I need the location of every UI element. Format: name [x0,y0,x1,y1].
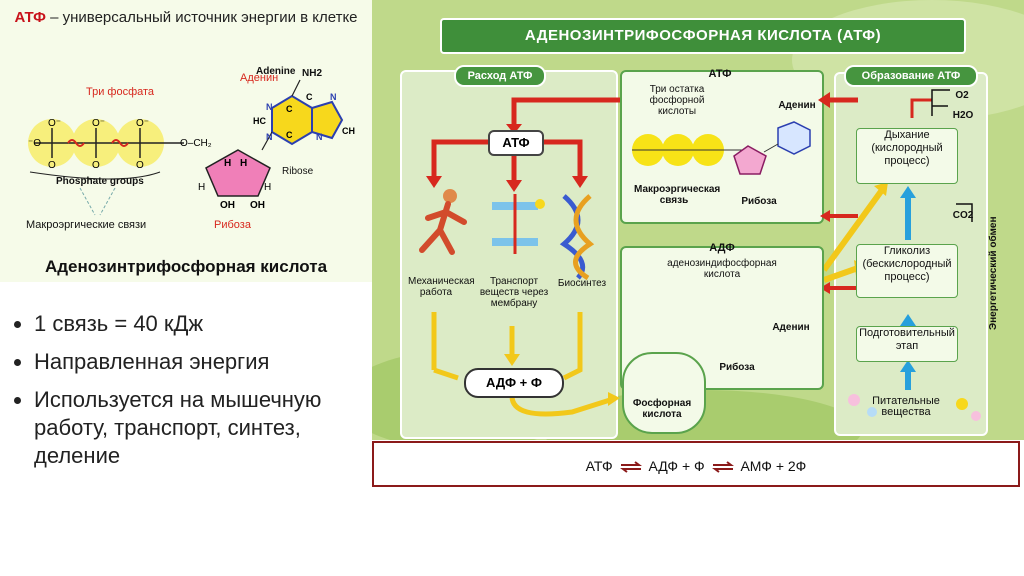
svg-text:OH: OH [250,200,265,211]
tag-atp-consumption: Расход АТФ [454,65,546,87]
bullet-list: 1 связь = 40 кДж Направленная энергия Ис… [10,310,365,480]
runner-icon [419,189,467,255]
co2-label: CO2 [952,210,974,221]
atp-molecule-icon [632,121,811,175]
svg-text:N: N [266,132,273,142]
svg-text:C: C [286,130,293,140]
membrane-icon [492,194,545,254]
svg-text:HC: HC [253,116,266,126]
bullet-text: Используется на мышечную работу, транспо… [34,387,322,468]
preparatory-stage-label: Подготовительный этап [859,327,955,352]
atp-name-banner: Аденозинтрифосфорная кислота [0,252,372,282]
left-title: АТФ – универсальный источник энергии в к… [0,8,372,27]
title-atf: АТФ [14,9,46,26]
adp-plus-p-text: АДФ + Ф [486,375,542,390]
atp-adenine-label: Аденин [778,100,816,111]
h2o-label: H2O [952,110,974,121]
label-nh2: NH2 [302,68,323,79]
label-biosynthesis: Биосинтез [557,278,607,289]
adp-riboza-label: Рибоза [719,362,755,373]
nutrients-label: Питательные вещества [872,395,940,418]
atp-box-title: АТФ [708,68,732,80]
atp-poster: АДЕНОЗИНТРИФОСФОРНАЯ КИСЛОТА (АТФ) Расхо… [372,0,1024,440]
svg-text:N: N [330,92,337,102]
atp-box-subtitle: Три остатка фосфорной кислоты [649,84,705,117]
adp-box-subtitle: аденозиндифосфорная кислота [667,258,777,280]
svg-text:O: O [48,160,56,171]
phosphoric-acid-box [622,352,706,434]
equation-amp: АМФ + 2Ф [740,458,807,474]
o2-label: O2 [955,90,969,101]
svg-text:H: H [198,182,205,193]
svg-text:C: C [306,92,313,102]
title-rest: – универсальный источник энергии в клетк… [45,9,358,26]
svg-text:H: H [224,158,231,169]
respiration-label: Дыхание (кислородный процесс) [871,129,943,167]
svg-text:N: N [266,102,273,112]
svg-text:CH: CH [342,126,355,136]
bullet-dot [14,321,21,328]
label-ribose-en: Ribose [282,166,314,177]
atp-center-node: АТФ [488,130,544,156]
ribose-ring [205,149,271,197]
svg-text:N: N [316,132,323,142]
svg-text:O–CH₂: O–CH₂ [180,138,212,149]
atp-macro-label: Макроэргическая связь [634,184,721,206]
atp-riboza-label: Рибоза [741,196,777,207]
svg-text:O⁻: O⁻ [92,118,105,129]
svg-text:O⁻: O⁻ [48,118,61,129]
respiration-box: Дыхание (кислородный процесс) [856,128,958,184]
label-adenine-ru: Аденин [240,72,279,84]
atp-equation: АТФ АДФ + Ф АМФ + 2Ф [372,441,1020,487]
poster-title: АДЕНОЗИНТРИФОСФОРНАЯ КИСЛОТА (АТФ) [440,18,966,54]
glycolysis-label: Гликолиз (бескислородный процесс) [862,245,952,283]
label-phosphate-groups: Phosphate groups [56,176,144,187]
label-transport: Транспорт веществ через мембрану [479,276,549,309]
svg-text:C: C [286,104,293,114]
preparatory-stage-box: Подготовительный этап [856,326,958,362]
energy-exchange-text: Энергетический обмен [988,216,999,331]
label-macroergic-bonds: Макроэргические связи [26,219,147,231]
svg-text:O: O [136,160,144,171]
label-riboza: Рибоза [214,219,251,231]
svg-text:OH: OH [220,200,235,211]
bullet-item: Используется на мышечную работу, транспо… [10,386,365,470]
dna-icon [559,194,595,281]
svg-text:H: H [264,182,271,193]
atp-structure-diagram: ⁻O O⁻ O⁻ O⁻ O O O O–CH₂ H H H H OH OH N … [28,79,355,216]
glycolysis-box: Гликолиз (бескислородный процесс) [856,244,958,298]
bullet-text: Направленная энергия [34,349,270,374]
reversible-arrow-icon [711,461,734,474]
tag-atp-formation: Образование АТФ [844,65,978,87]
reversible-arrow-icon [619,461,642,474]
bullet-dot [14,397,21,404]
svg-text:⁻O: ⁻O [28,138,41,149]
bullet-dot [14,359,21,366]
adp-plus-p-node: АДФ + Ф [464,368,564,398]
bullet-item: Направленная энергия [10,348,365,376]
svg-text:H: H [240,158,247,169]
bullet-text: 1 связь = 40 кДж [34,311,204,336]
svg-text:O⁻: O⁻ [136,118,149,129]
bullet-item: 1 связь = 40 кДж [10,310,365,338]
svg-text:O: O [92,160,100,171]
equation-adp: АДФ + Ф [648,458,705,474]
label-adenine-en: Adenine [256,66,296,77]
label-mechanical-work: Механическая работа [408,276,475,298]
adp-box-title: АДФ [709,242,735,254]
adp-adenine-label: Аденин [772,322,810,333]
phosphoric-acid-label: Фосфорная кислота [632,398,692,420]
equation-atp: АТФ [585,458,613,474]
adenine-ring-5 [311,100,344,140]
label-three-phosphate: Три фосфата [86,86,155,98]
energy-exchange-label: Энергетический обмен [986,180,1006,340]
